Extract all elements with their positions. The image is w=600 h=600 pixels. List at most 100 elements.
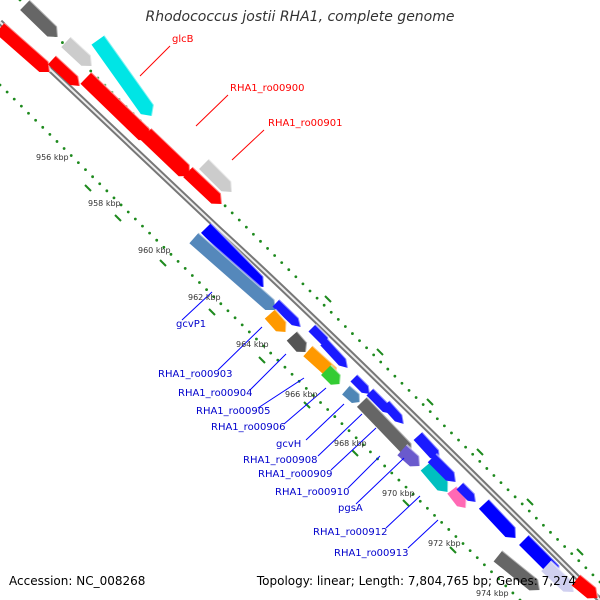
outer-tick-dot	[513, 495, 517, 499]
gene-label-forward[interactable]: RHA1_ro00901	[268, 118, 343, 129]
outer-tick-dot	[237, 218, 241, 222]
gene-arrow-reverse[interactable]	[382, 399, 407, 428]
ruler-tick	[324, 295, 332, 303]
gene-arrow-forward[interactable]	[571, 573, 600, 600]
gene-arrow-ro00901[interactable]	[183, 166, 227, 209]
leader-line	[217, 326, 263, 371]
inner-tick-dot	[119, 203, 123, 207]
gene-arrow-reverse[interactable]	[201, 222, 269, 292]
inner-tick-dot	[369, 450, 372, 454]
outer-tick-dot	[414, 396, 418, 399]
outer-tick-dot	[315, 296, 319, 300]
inner-tick-dot	[155, 238, 159, 242]
outer-tick-dot	[499, 481, 503, 485]
ruler-tick	[576, 548, 584, 556]
inner-tick-dot	[504, 584, 508, 588]
inner-tick-dot	[176, 259, 180, 263]
gene-arrow-cyan[interactable]	[91, 34, 158, 120]
ruler-tick	[159, 259, 167, 267]
gene-label-reverse[interactable]: RHA1_ro00905	[196, 406, 271, 417]
outer-tick-dot	[365, 346, 368, 350]
gene-arrow-gcvH[interactable]	[342, 384, 364, 406]
gene-label-reverse[interactable]: pgsA	[338, 503, 363, 514]
genome-backbone	[0, 19, 600, 600]
inner-tick-dot	[41, 125, 45, 129]
ruler-tick	[84, 184, 92, 192]
gene-arrow-ro00906[interactable]	[321, 364, 345, 389]
gene-arrow-ro00912[interactable]	[478, 498, 521, 543]
outer-tick-dot	[534, 516, 538, 520]
gene-arrow-ro00903[interactable]	[264, 308, 291, 336]
gene-label-reverse[interactable]: RHA1_ro00913	[334, 548, 409, 559]
ruler-label: 974 kbp	[476, 589, 509, 598]
gene-label-reverse[interactable]: RHA1_ro00910	[275, 487, 350, 498]
gene-arrow-ro00904[interactable]	[286, 330, 312, 356]
outer-tick-dot	[442, 424, 446, 428]
gene-arrow-reverse[interactable]	[427, 453, 460, 486]
outer-tick-dot	[273, 254, 277, 257]
gene-label-reverse[interactable]: gcvP1	[176, 319, 206, 330]
inner-tick-dot	[0, 83, 2, 87]
gene-label-reverse[interactable]: RHA1_ro00909	[258, 469, 333, 480]
inner-tick-dot	[319, 401, 322, 404]
inner-tick-dot	[440, 520, 444, 524]
outer-tick-dot	[428, 410, 432, 414]
inner-tick-dot	[162, 245, 166, 249]
inner-tick-dot	[418, 499, 422, 503]
gene-arrow-reverse[interactable]	[456, 481, 479, 505]
inner-tick-dot	[126, 210, 130, 214]
inner-tick-dot	[183, 267, 187, 270]
gene-arrow-ro00913[interactable]	[493, 549, 545, 596]
inner-tick-dot	[333, 415, 337, 418]
gene-arrow-reverse[interactable]	[272, 298, 305, 330]
gene-label-reverse[interactable]: RHA1_ro00912	[313, 527, 388, 538]
inner-tick-dot	[148, 231, 151, 235]
gene-arrow-reverse[interactable]	[541, 560, 579, 597]
ruler-tick	[376, 348, 384, 356]
outer-tick-dot	[549, 530, 552, 534]
outer-tick-dot	[421, 403, 425, 406]
outer-tick-dot	[266, 247, 269, 250]
gene-arrow-forward[interactable]	[47, 54, 84, 91]
gene-label-reverse[interactable]: RHA1_ro00908	[243, 455, 318, 466]
ruler-label: 966 kbp	[285, 390, 318, 399]
gene-label-forward[interactable]: glcB	[172, 34, 194, 45]
gene-arrow-forward[interactable]	[0, 21, 55, 78]
inner-tick-dot	[62, 147, 66, 150]
gene-label-reverse[interactable]: RHA1_ro00904	[178, 388, 253, 399]
inner-tick-dot	[454, 535, 458, 538]
ruler-label: 960 kbp	[138, 246, 171, 255]
outer-tick-dot	[520, 502, 524, 506]
inner-tick-dot	[12, 97, 16, 101]
inner-tick-dot	[468, 549, 472, 553]
gene-label-reverse[interactable]: gcvH	[276, 439, 301, 450]
gene-arrow-grey[interactable]	[20, 0, 63, 42]
outer-tick-dot	[358, 339, 361, 343]
ruler-tick	[426, 398, 434, 406]
gene-arrow-ro00909[interactable]	[397, 444, 424, 471]
inner-tick-dot	[69, 154, 73, 157]
gene-label-forward[interactable]: RHA1_ro00900	[230, 83, 305, 94]
outer-tick-dot	[223, 204, 227, 208]
gene-arrow-grey[interactable]	[61, 36, 96, 71]
outer-tick-dot	[379, 360, 383, 364]
gene-arrow-reverse[interactable]	[350, 373, 373, 397]
inner-tick-dot	[34, 118, 38, 122]
outer-tick-dot	[89, 69, 93, 73]
ruler-tick	[449, 546, 457, 554]
gene-label-reverse[interactable]: RHA1_ro00903	[158, 369, 233, 380]
inner-tick-dot	[91, 175, 95, 179]
gene-arrow-reverse[interactable]	[320, 337, 351, 372]
inner-tick-dot	[212, 295, 216, 299]
outer-tick-dot	[478, 459, 482, 463]
leader-line	[355, 457, 405, 505]
inner-tick-dot	[141, 224, 144, 228]
leader-line	[257, 377, 305, 409]
gene-arrow-grey[interactable]	[199, 158, 237, 197]
gene-label-reverse[interactable]: RHA1_ro00906	[211, 422, 286, 433]
ruler-label: 962 kbp	[188, 293, 221, 302]
outer-tick-dot	[527, 509, 531, 513]
outer-tick-dot	[556, 538, 559, 541]
